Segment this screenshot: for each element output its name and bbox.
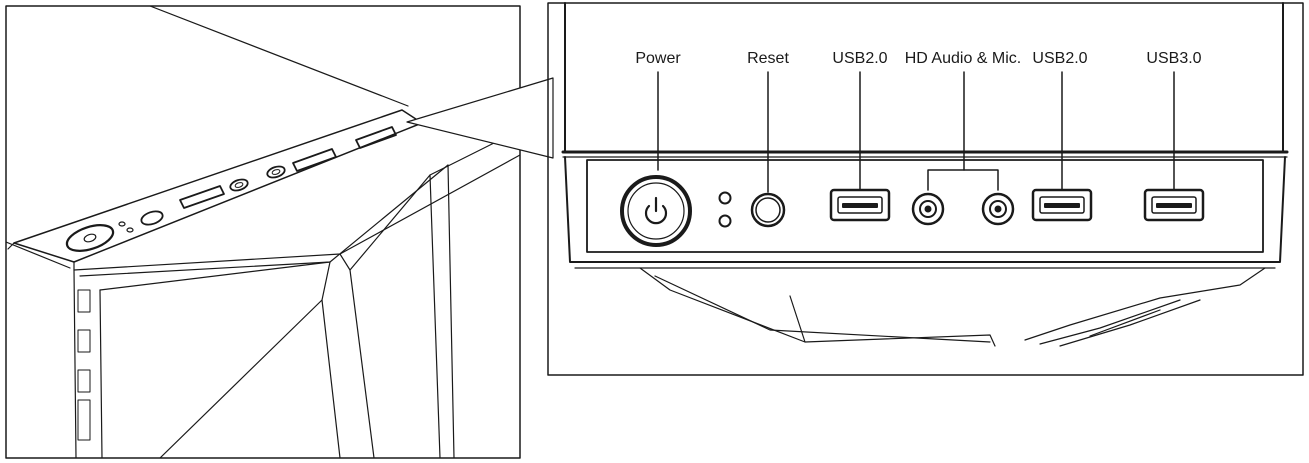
usb2-left-label: USB2.0 xyxy=(832,50,887,67)
reset-label: Reset xyxy=(747,50,789,67)
callout-pointer xyxy=(406,77,554,159)
usb2-right-port xyxy=(1031,188,1093,222)
headphone-jack xyxy=(911,192,945,226)
power-button xyxy=(620,175,692,247)
usb2-right-label: USB2.0 xyxy=(1032,50,1087,67)
power-icon xyxy=(644,196,668,225)
mic-jack xyxy=(981,192,1015,226)
hd-audio-label: HD Audio & Mic. xyxy=(905,50,1021,67)
hdd-led xyxy=(718,214,732,228)
io-detail: Power Reset USB2.0 HD Audio & Mic. USB2.… xyxy=(547,2,1304,376)
usb2-left-port xyxy=(829,188,891,222)
usb3-port xyxy=(1143,188,1205,222)
overview-power-button xyxy=(65,224,115,252)
power-led xyxy=(718,191,732,205)
overview-frame xyxy=(5,5,521,459)
case-overview xyxy=(5,5,521,459)
power-label: Power xyxy=(635,50,681,67)
usb3-label: USB3.0 xyxy=(1146,50,1201,67)
io-panel xyxy=(586,159,1264,253)
detail-frame xyxy=(547,2,1304,376)
reset-button xyxy=(750,192,786,228)
